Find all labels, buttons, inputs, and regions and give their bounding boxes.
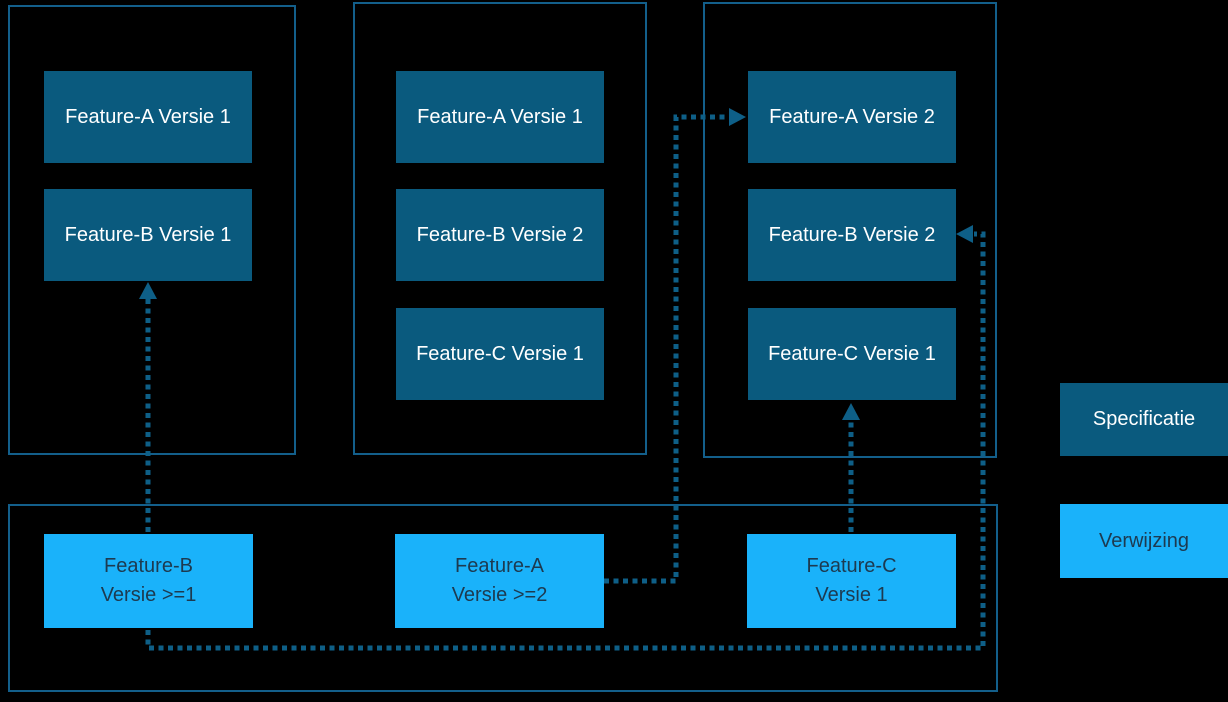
ref-box-feature-b: Feature-B Versie >=1 [44,534,253,628]
legend-specificatie: Specificatie [1060,383,1228,456]
spec-box-g2-feature-b: Feature-B Versie 2 [396,189,604,281]
ref-box-feature-c-line1: Feature-C [806,555,897,577]
spec-box-g1-feature-b: Feature-B Versie 1 [44,189,252,281]
ref-box-feature-c-line2: Versie 1 [815,584,888,606]
ref-box-feature-a-line1: Feature-A [455,555,544,577]
ref-box-feature-b-line2: Versie >=1 [100,584,197,606]
spec-box-g3-feature-c: Feature-C Versie 1 [748,308,956,400]
spec-box-g3-feature-a: Feature-A Versie 2 [748,71,956,163]
spec-box-g3-feature-b: Feature-B Versie 2 [748,189,956,281]
spec-box-g2-feature-c: Feature-C Versie 1 [396,308,604,400]
spec-box-g1-feature-a: Feature-A Versie 1 [44,71,252,163]
legend-verwijzing: Verwijzing [1060,504,1228,578]
ref-box-feature-c: Feature-C Versie 1 [747,534,956,628]
ref-box-feature-a: Feature-A Versie >=2 [395,534,604,628]
spec-box-g2-feature-a: Feature-A Versie 1 [396,71,604,163]
ref-box-feature-a-line2: Versie >=2 [451,584,548,606]
ref-box-feature-b-line1: Feature-B [104,555,193,577]
